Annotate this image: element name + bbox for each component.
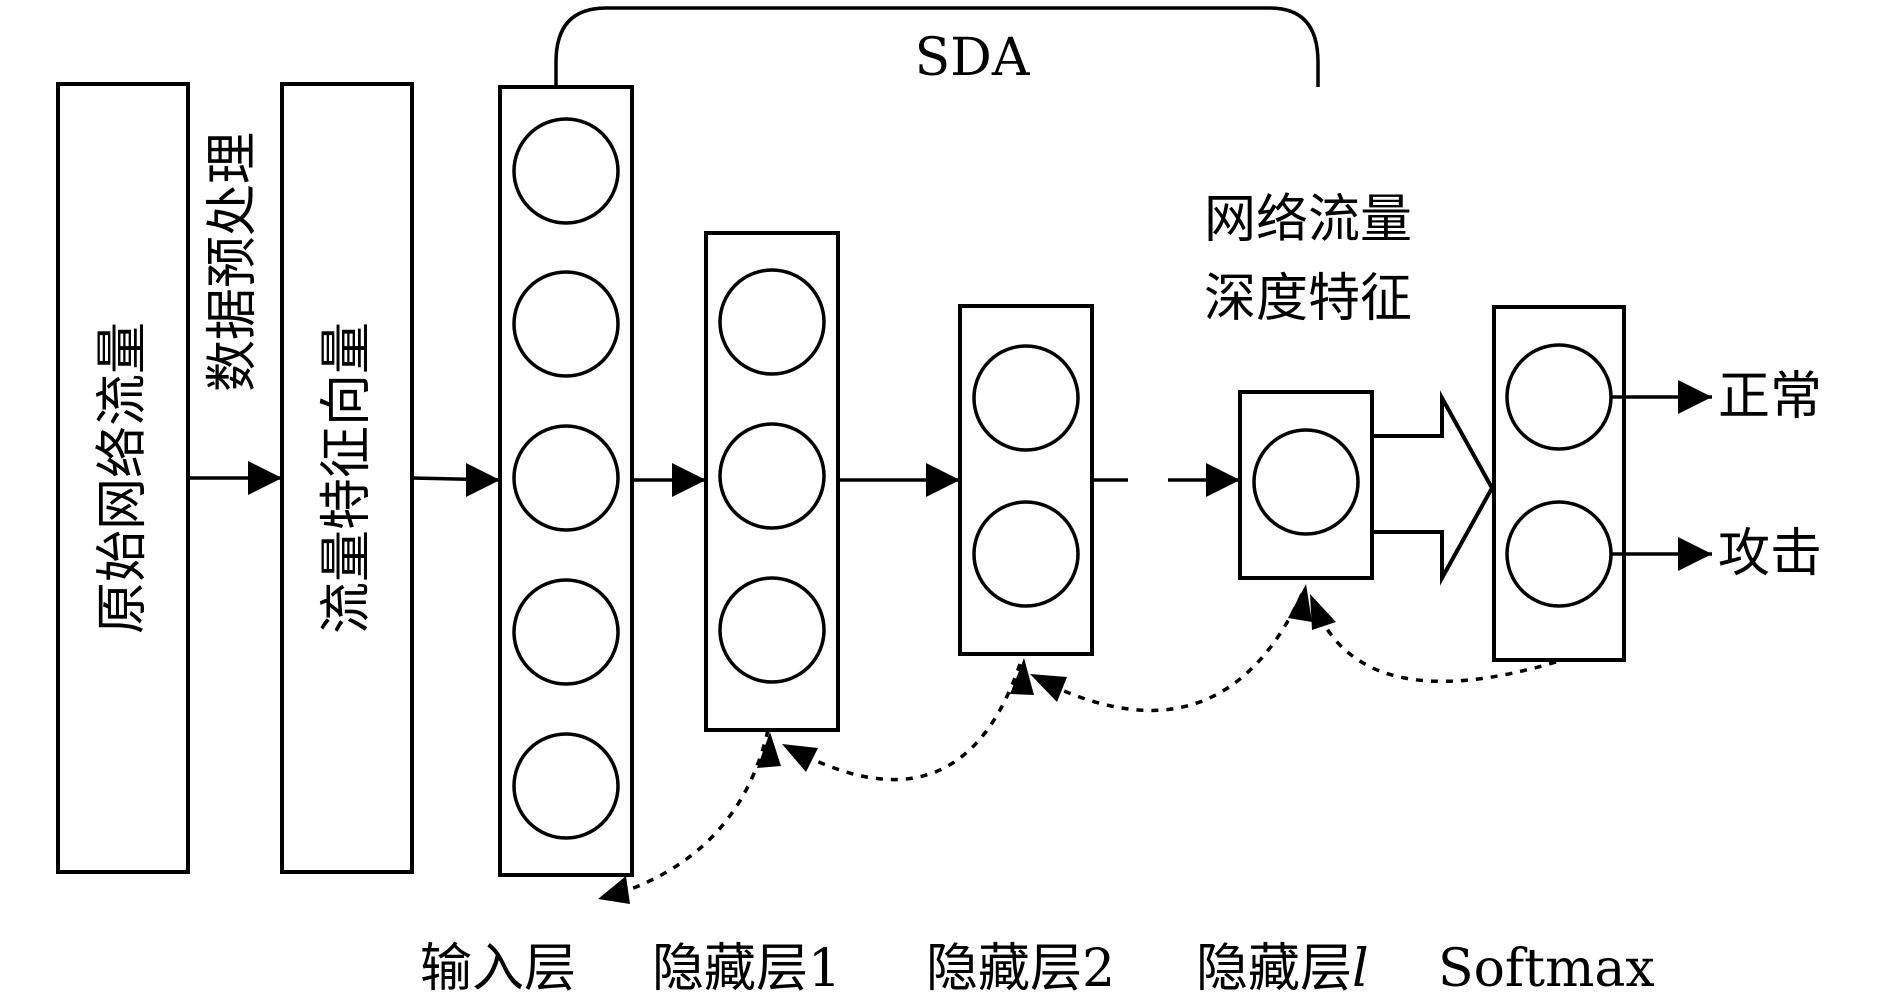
arrowhead-hidden2 — [926, 463, 960, 497]
hidden2-neuron — [972, 500, 1080, 608]
arrowhead-feedback — [782, 744, 818, 772]
input-neuron — [512, 117, 620, 225]
input-neuron — [512, 578, 620, 686]
feedback-hidden1-to-input — [603, 729, 770, 900]
hidden-l-prefix: 隐藏层 — [1196, 939, 1352, 999]
layer-label-hidden2: 隐藏层2 — [926, 939, 1115, 999]
hidden-l-suffix: l — [1352, 939, 1369, 999]
arrowhead-input — [466, 463, 500, 497]
raw-traffic-label: 原始网络流量 — [93, 322, 153, 634]
feedback-hidden-l-to-hidden2 — [1039, 593, 1304, 713]
layer-label-softmax: Softmax — [1438, 939, 1655, 999]
arrowhead-feedback — [757, 732, 781, 768]
arrowhead-hidden-l — [1206, 463, 1240, 497]
output-normal: 正常 — [1718, 367, 1822, 427]
arrowhead-attack — [1678, 537, 1712, 571]
arrowhead-feedback — [1310, 594, 1336, 630]
deep-feature-label-line2: 深度特征 — [1204, 269, 1412, 329]
input-neuron — [512, 424, 620, 532]
softmax-neuron — [1505, 343, 1613, 451]
hidden1-neuron — [718, 422, 826, 530]
feedback-softmax-to-hidden-l — [1312, 603, 1557, 684]
preprocess-label: 数据预处理 — [203, 132, 263, 392]
input-neuron — [512, 732, 620, 840]
feature-vector-label: 流量特征向量 — [317, 322, 377, 634]
deep-feature-label-line1: 网络流量 — [1204, 190, 1412, 250]
softmax-neuron — [1505, 500, 1613, 608]
sda-brace — [554, 6, 1320, 87]
arrowhead-hidden1 — [672, 463, 706, 497]
feature-vector-box — [280, 82, 414, 874]
feedback-hidden2-to-hidden1 — [789, 663, 1022, 782]
layer-label-hidden-l: 隐藏层l — [1196, 939, 1369, 999]
arrowhead-feedback — [1030, 674, 1067, 702]
arrowhead-normal — [1678, 380, 1712, 414]
hidden1-neuron — [718, 268, 826, 376]
arrowhead-feedback — [598, 876, 630, 904]
output-attack: 攻击 — [1718, 524, 1822, 584]
arrowhead-feedback — [1288, 584, 1312, 622]
arrowhead-preprocess — [248, 461, 282, 495]
hidden2-neuron — [972, 344, 1080, 452]
raw-traffic-box — [56, 82, 190, 874]
sda-label: SDA — [915, 28, 1031, 88]
arrowhead-feedback — [1010, 658, 1034, 695]
input-neuron — [512, 270, 620, 378]
hidden1-neuron — [718, 576, 826, 684]
hidden-l-neuron — [1252, 428, 1360, 536]
layer-label-hidden1: 隐藏层1 — [652, 939, 841, 999]
hollow-arrow — [1370, 390, 1495, 586]
layer-label-input: 输入层 — [420, 939, 576, 999]
